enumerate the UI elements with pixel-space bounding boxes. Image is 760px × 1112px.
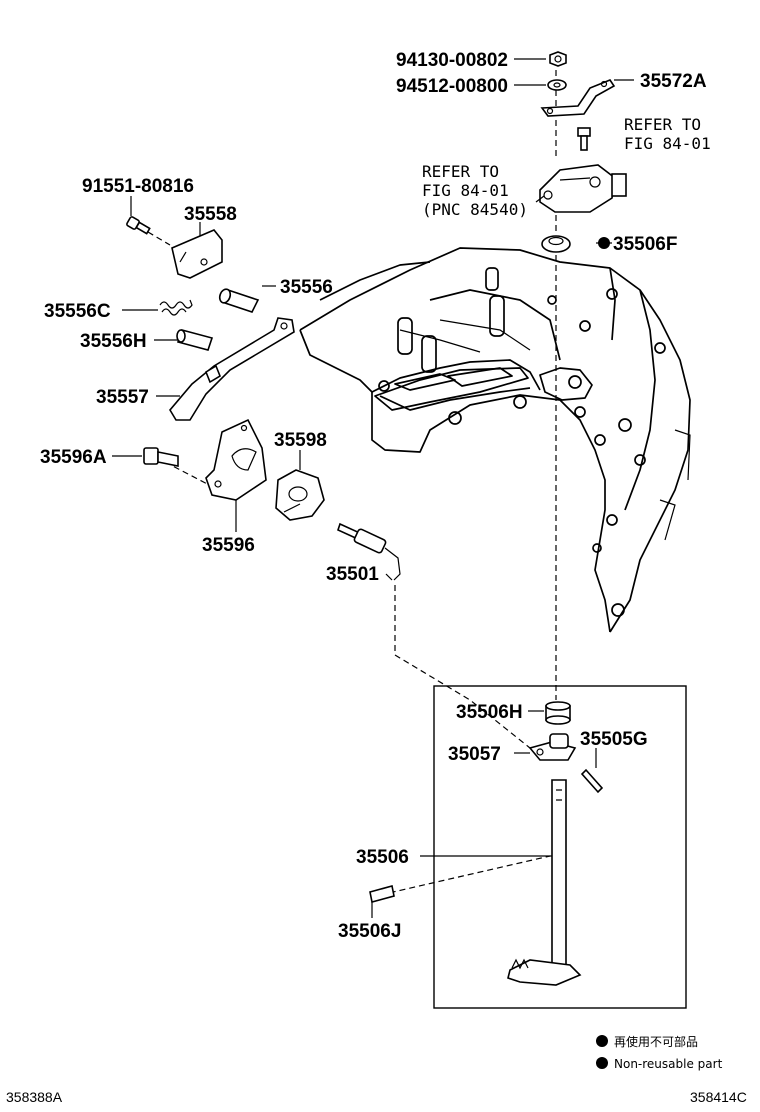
detent-plate-35596-icon	[205, 418, 267, 501]
collar-35506H-icon	[545, 701, 571, 725]
label-35506H: 35506H	[456, 702, 523, 723]
legend-dot-1	[596, 1035, 608, 1047]
clip-35506J-icon	[369, 885, 395, 903]
label-91551-80816: 91551-80816	[82, 176, 194, 197]
detent-35598-icon	[275, 469, 325, 521]
pin-35556-icon	[218, 288, 260, 313]
label-35558: 35558	[184, 204, 237, 225]
lever-35057-icon	[528, 733, 577, 761]
label-94512-00800: 94512-00800	[396, 76, 508, 97]
label-35596A: 35596A	[40, 447, 107, 468]
label-35506J: 35506J	[338, 921, 401, 942]
label-refer-to-2: REFER TO	[422, 162, 499, 181]
label-35501: 35501	[326, 564, 379, 585]
footer-right-code: 358414C	[690, 1089, 747, 1105]
washer-94512-icon	[547, 79, 567, 91]
label-35596: 35596	[202, 535, 255, 556]
label-94130-00802: 94130-00802	[396, 50, 508, 71]
lever-35557-icon	[169, 317, 295, 421]
label-35505G: 35505G	[580, 729, 648, 750]
label-35057: 35057	[448, 744, 501, 765]
label-35556: 35556	[280, 277, 333, 298]
label-35598: 35598	[274, 430, 327, 451]
label-35556H: 35556H	[80, 331, 147, 352]
bolt-icon	[577, 127, 591, 151]
label-35556C: 35556C	[44, 301, 111, 322]
pin-35556H-icon	[176, 329, 214, 351]
shaft-35506-icon	[507, 779, 582, 986]
rod-35501-icon	[337, 522, 401, 581]
neutral-start-switch-icon	[539, 164, 627, 213]
lever-plate-35572A-icon	[540, 79, 616, 117]
leader-lines	[112, 58, 634, 918]
legend-dot-2	[596, 1057, 608, 1069]
oil-seal-35506F-icon	[541, 235, 571, 253]
legend: 再使用不可部品 Non-reusable part	[596, 1034, 723, 1071]
detail-box	[433, 685, 687, 1009]
label-35572A: 35572A	[640, 71, 707, 92]
spring-35556C-icon	[159, 299, 193, 316]
footer-left-code: 358388A	[6, 1089, 63, 1105]
label-35506: 35506	[356, 847, 409, 868]
nut-94130-icon	[549, 51, 567, 67]
label-refer-to-1: REFER TO	[624, 115, 701, 134]
label-pnc-84540: (PNC 84540)	[422, 200, 528, 219]
bolt-35596A-icon	[143, 447, 179, 467]
label-35557: 35557	[96, 387, 149, 408]
transmission-case	[299, 247, 691, 633]
pin-35505G-icon	[580, 768, 604, 794]
bolt-91551-icon	[126, 216, 151, 235]
label-fig-84-01-2: FIG 84-01	[422, 181, 509, 200]
legend-english: Non-reusable part	[614, 1057, 723, 1071]
cover-35558-icon	[171, 229, 223, 279]
label-fig-84-01-1: FIG 84-01	[624, 134, 711, 153]
legend-japanese: 再使用不可部品	[614, 1034, 698, 1049]
label-35506F: 35506F	[613, 234, 677, 255]
